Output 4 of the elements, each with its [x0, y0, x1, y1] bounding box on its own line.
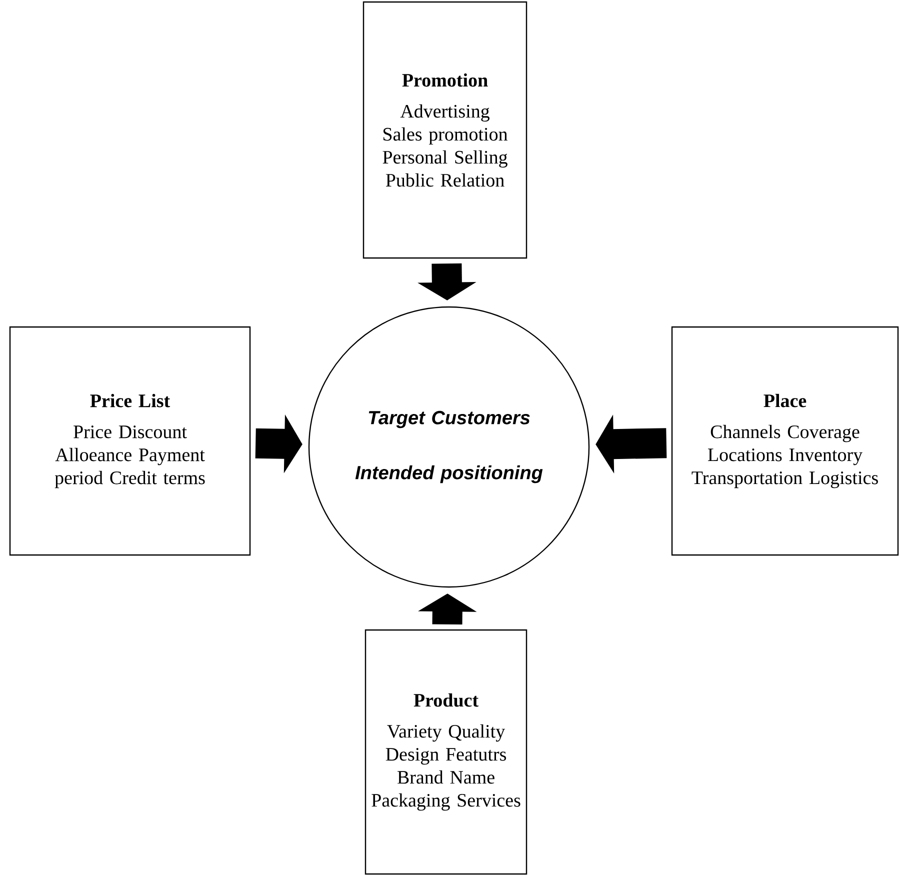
text-box: Promotion Advertising Sales promotion Personal Selling Public Relation: [362, 1, 528, 259]
text-box: Place Channels Coverage Locations Inventory Transportation Logistics: [671, 326, 899, 556]
text-box: Product Variety Quality Design Featutrs Brand Name Packaging Services: [364, 629, 528, 875]
text-box: Price List Price Discount Alloeance Payment period Credit terms: [9, 326, 251, 556]
